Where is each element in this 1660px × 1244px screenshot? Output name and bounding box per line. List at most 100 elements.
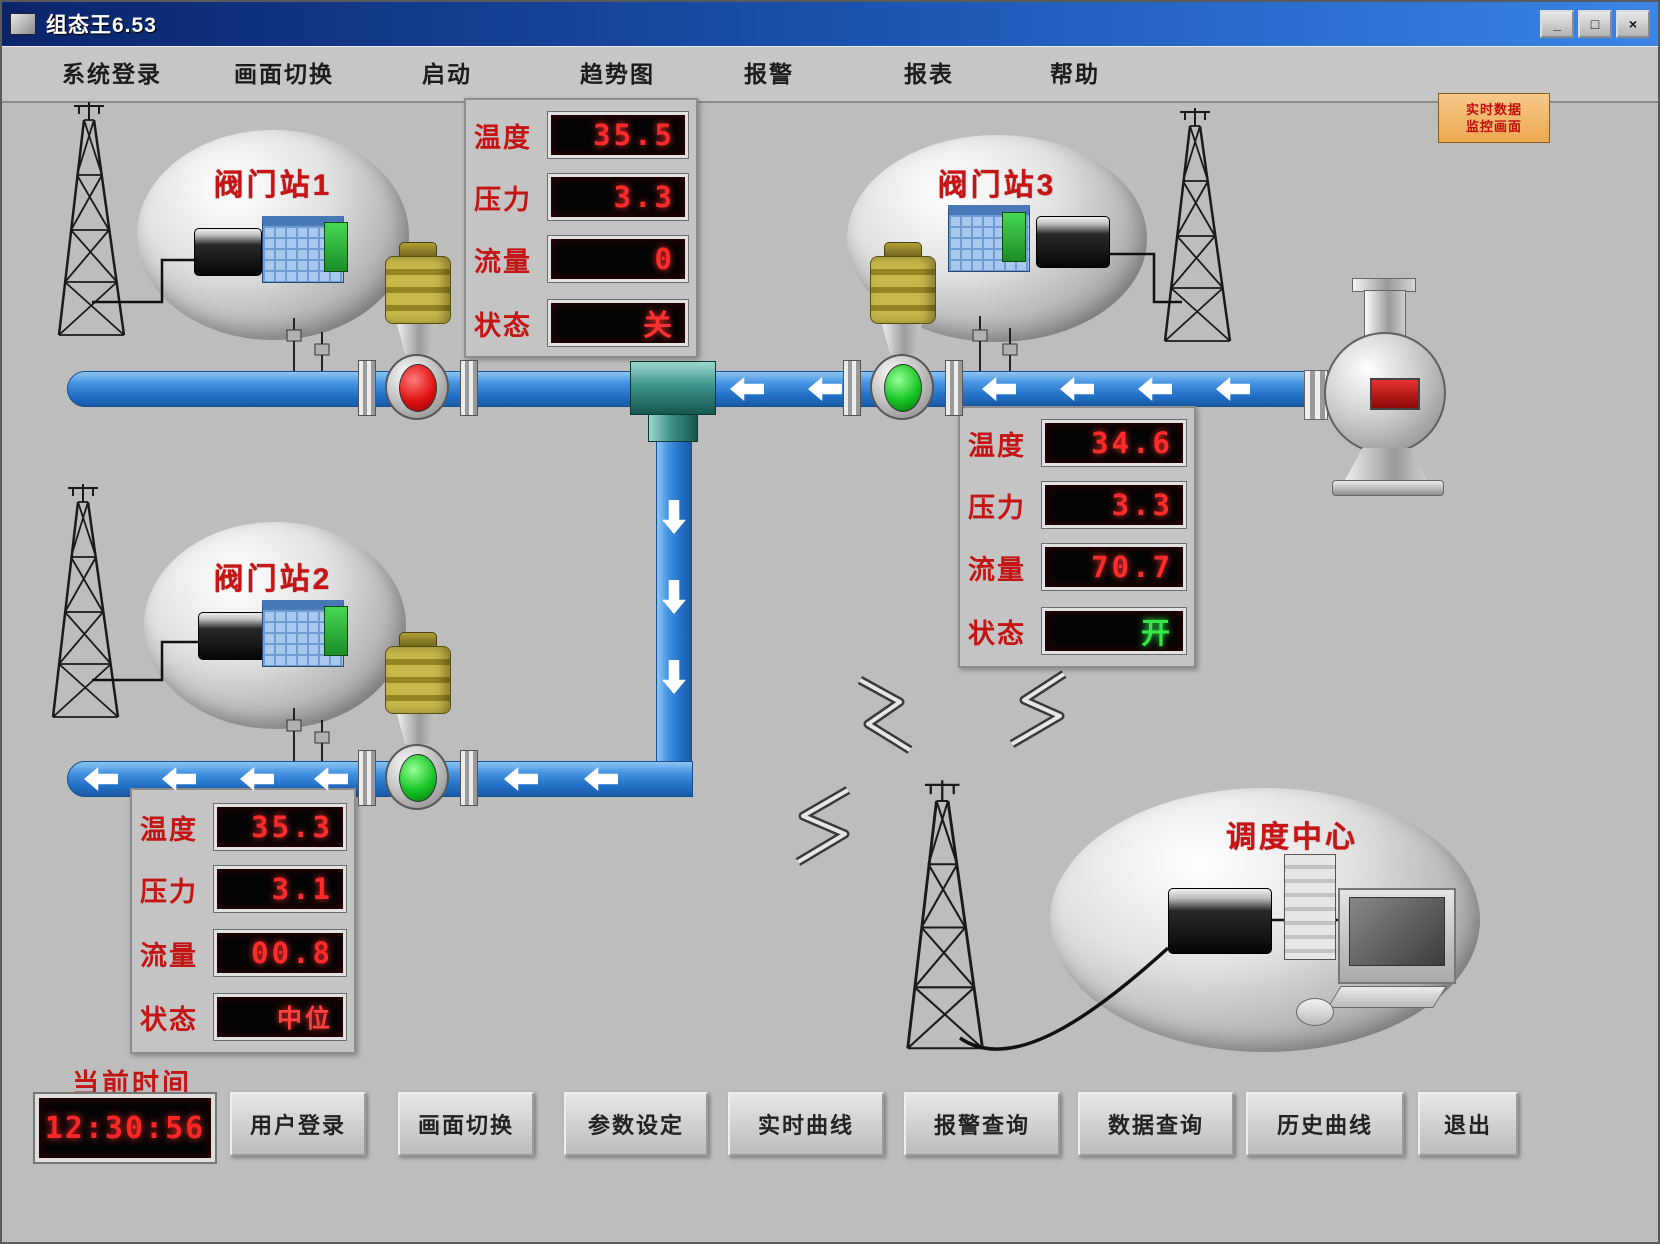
valve-flange-left <box>843 360 861 416</box>
valve-flange-left <box>358 360 376 416</box>
station2-label: 阀门站2 <box>213 563 333 596</box>
valve-status-indicator-closed <box>399 364 437 412</box>
temperature-label: 温度 <box>968 430 1026 461</box>
status-label: 状态 <box>474 310 532 341</box>
keyboard-dispatch <box>1327 986 1447 1008</box>
flow-label: 流量 <box>140 940 198 971</box>
button-alarm-query[interactable]: 报警查询 <box>904 1092 1060 1156</box>
pump-top-stub <box>1364 290 1406 338</box>
menu-item-alarm[interactable]: 报警 <box>744 61 794 87</box>
clock-value: 12:30:56 <box>44 1110 206 1146</box>
data-panel-station1: 温度 35.5 压力 3.3 流量 0 状态 关 <box>464 98 698 358</box>
led-display: 0 <box>547 235 689 283</box>
monitor-dispatch <box>1338 888 1456 984</box>
rtu-modem-station1 <box>194 228 262 276</box>
button-screen-switch[interactable]: 画面切换 <box>398 1092 534 1156</box>
button-user-login[interactable]: 用户登录 <box>230 1092 366 1156</box>
led-display: 关 <box>547 299 689 347</box>
temperature-label: 温度 <box>140 814 198 845</box>
rtu-modem-dispatch <box>1168 888 1272 954</box>
led-display: 3.1 <box>213 865 347 913</box>
pressure-label: 压力 <box>140 876 198 907</box>
station3-label: 阀门站3 <box>937 169 1057 202</box>
window-title: 组态王6.53 <box>46 14 157 37</box>
led-value: 3.3 <box>1111 488 1173 522</box>
led-display: 35.3 <box>213 803 347 851</box>
station1-label: 阀门站1 <box>213 169 333 202</box>
led-display: 3.3 <box>1041 481 1187 529</box>
menu-item-start[interactable]: 启动 <box>422 61 472 87</box>
radio-tower-icon-station2 <box>51 482 120 719</box>
led-value: 0 <box>654 242 675 276</box>
pressure-label: 压力 <box>474 184 532 215</box>
menu-item-trend[interactable]: 趋势图 <box>580 61 655 87</box>
valve-actuator <box>385 646 451 714</box>
wireless-signal-icon-2 <box>1009 670 1067 748</box>
app-icon <box>10 13 36 35</box>
pump-base-neck <box>1344 448 1428 482</box>
wireless-signal-icon-1 <box>857 676 913 754</box>
io-module-station3 <box>1002 212 1026 262</box>
menu-item-screens[interactable]: 画面切换 <box>234 61 334 87</box>
led-value: 70.7 <box>1091 550 1173 584</box>
led-value: 3.3 <box>613 180 675 214</box>
flow-label: 流量 <box>474 246 532 277</box>
title-bar: 组态王6.53 _ □ × <box>2 2 1658 46</box>
radio-tower-icon-dispatch <box>906 778 984 1050</box>
pipe-tee-junction-stub <box>648 414 698 442</box>
led-display: 中位 <box>213 993 347 1041</box>
pressure-label: 压力 <box>968 492 1026 523</box>
maximize-button[interactable]: □ <box>1578 10 1612 38</box>
valve-flange-right <box>945 360 963 416</box>
valve-flange-left <box>358 750 376 806</box>
led-display: 00.8 <box>213 929 347 977</box>
pump-station[interactable] <box>1304 278 1476 496</box>
monitor-screen <box>1349 897 1445 966</box>
led-display: 70.7 <box>1041 543 1187 591</box>
menu-item-help[interactable]: 帮助 <box>1050 61 1100 87</box>
wireless-signal-icon-3 <box>795 786 851 866</box>
button-exit[interactable]: 退出 <box>1418 1092 1518 1156</box>
control-valve-station3[interactable] <box>827 242 977 462</box>
status-label: 状态 <box>140 1004 198 1035</box>
minimize-button[interactable]: _ <box>1540 10 1574 38</box>
led-status-value: 开 <box>1140 616 1173 650</box>
led-value: 3.1 <box>271 872 333 906</box>
valve-bonnet <box>397 324 437 354</box>
rtu-modem-station3 <box>1036 216 1110 268</box>
button-realtime-trend[interactable]: 实时曲线 <box>728 1092 884 1156</box>
menu-bar: 系统登录 画面切换 启动 趋势图 报警 报表 帮助 实时数据 监控画面 <box>2 46 1658 143</box>
clock-display: 12:30:56 <box>33 1092 217 1164</box>
valve-status-indicator-open <box>884 364 922 412</box>
menu-item-system[interactable]: 系统登录 <box>62 61 162 87</box>
led-status-value: 中位 <box>276 1004 333 1033</box>
radio-tower-icon-station1 <box>57 100 126 337</box>
info-badge-line2: 监控画面 <box>1465 119 1522 134</box>
button-parameters[interactable]: 参数设定 <box>564 1092 708 1156</box>
status-label: 状态 <box>968 618 1026 649</box>
led-display: 34.6 <box>1041 419 1187 467</box>
rtu-modem-station2 <box>198 612 266 660</box>
pc-tower-dispatch <box>1284 854 1336 960</box>
close-button[interactable]: × <box>1616 10 1650 38</box>
window-controls: _ □ × <box>1540 10 1650 38</box>
valve-status-indicator-open <box>399 754 437 802</box>
led-value: 35.5 <box>593 118 675 152</box>
data-panel-station3: 温度 34.6 压力 3.3 流量 70.7 状态 开 <box>958 406 1196 668</box>
pipe-tee-junction <box>630 361 716 415</box>
menu-item-report[interactable]: 报表 <box>904 61 954 87</box>
flow-label: 流量 <box>968 554 1026 585</box>
pump-base-plate <box>1332 480 1444 496</box>
control-valve-station1[interactable] <box>342 242 492 462</box>
button-data-query[interactable]: 数据查询 <box>1078 1092 1234 1156</box>
info-badge: 实时数据 监控画面 <box>1438 93 1550 143</box>
button-history-trend[interactable]: 历史曲线 <box>1246 1092 1404 1156</box>
dispatch-label: 调度中心 <box>1226 821 1358 854</box>
io-module-station1 <box>324 222 348 272</box>
valve-bonnet <box>882 324 922 354</box>
led-value: 35.3 <box>251 810 333 844</box>
control-valve-station2[interactable] <box>342 632 492 852</box>
io-module-station2 <box>324 606 348 656</box>
valve-flange-right <box>460 360 478 416</box>
